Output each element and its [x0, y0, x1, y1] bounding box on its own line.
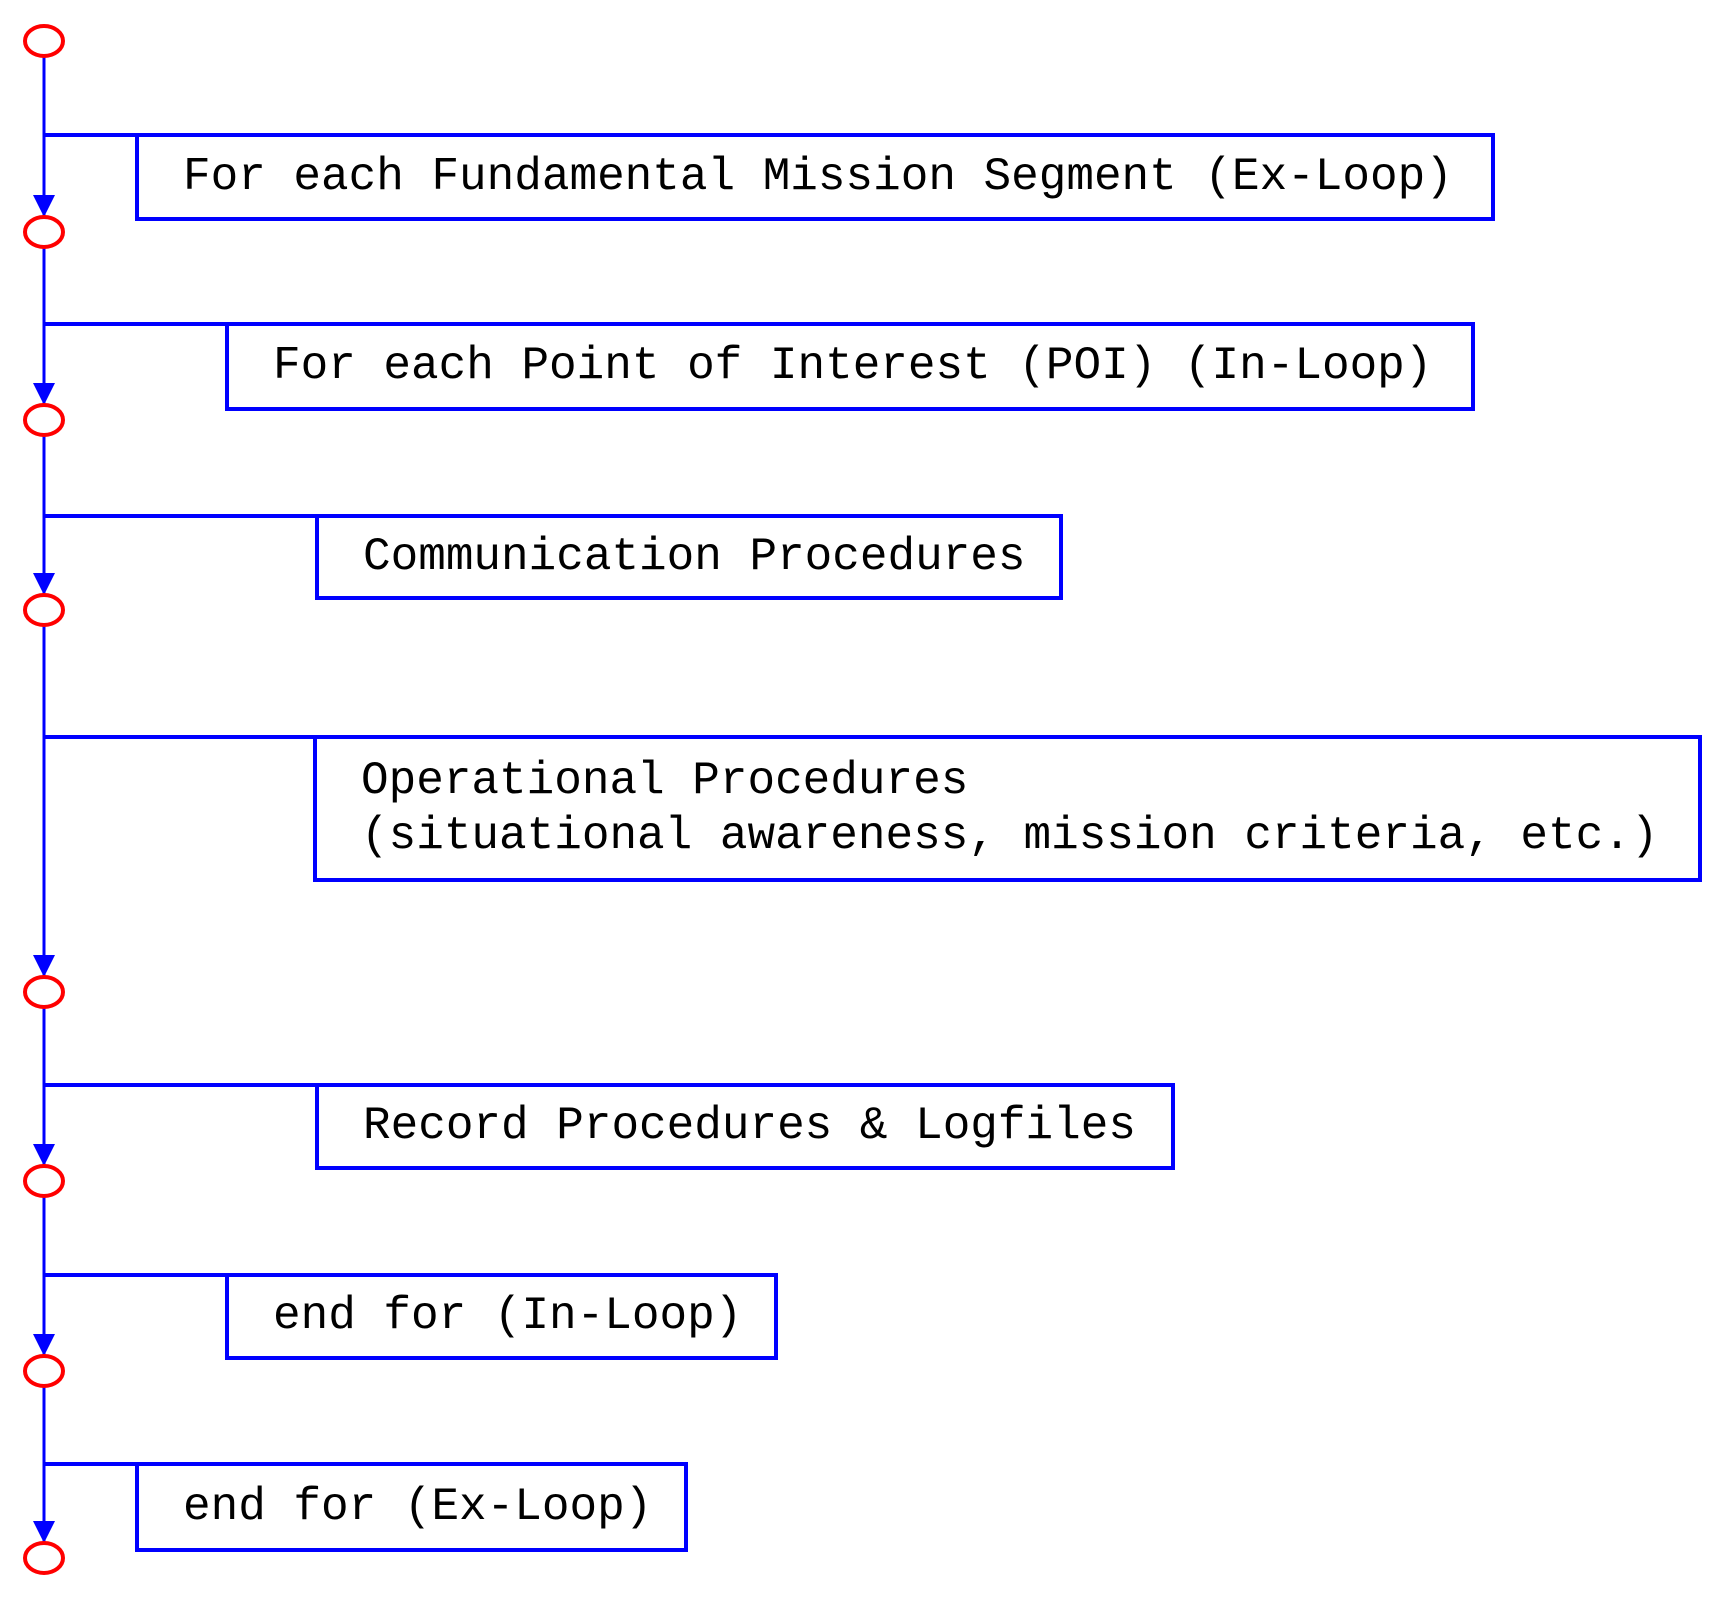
box-label: Communication Procedures — [363, 530, 1026, 583]
box-communication-procedures: Communication Procedures — [315, 514, 1063, 600]
box-record-procedures-logfiles: Record Procedures & Logfiles — [315, 1083, 1175, 1170]
box-in-loop-start: For each Point of Interest (POI) (In-Loo… — [225, 322, 1475, 411]
box-label: For each Fundamental Mission Segment (Ex… — [183, 150, 1453, 203]
box-operational-procedures: Operational Procedures (situational awar… — [313, 735, 1702, 882]
flow-node-circle — [23, 1164, 65, 1198]
box-label: (situational awareness, mission criteria… — [361, 809, 1659, 862]
arrowhead-down-icon — [33, 1334, 55, 1356]
box-ex-loop-end: end for (Ex-Loop) — [135, 1462, 688, 1552]
flow-node-circle — [23, 215, 65, 249]
box-label: Record Procedures & Logfiles — [363, 1100, 1136, 1152]
flow-node-circle — [23, 1354, 65, 1388]
box-label: For each Point of Interest (POI) (In-Loo… — [273, 340, 1433, 392]
flow-node-circle — [23, 24, 65, 58]
arrowhead-down-icon — [33, 955, 55, 977]
box-label: end for (Ex-Loop) — [183, 1480, 653, 1533]
arrowhead-down-icon — [33, 573, 55, 595]
arrowhead-down-icon — [33, 1144, 55, 1166]
flow-node-circle — [23, 403, 65, 437]
flow-node-circle — [23, 1541, 65, 1575]
box-in-loop-end: end for (In-Loop) — [225, 1273, 778, 1360]
arrowhead-down-icon — [33, 383, 55, 405]
flow-node-circle — [23, 593, 65, 627]
flow-node-circle — [23, 975, 65, 1009]
box-label: Operational Procedures — [361, 754, 969, 807]
arrowhead-down-icon — [33, 1521, 55, 1543]
box-ex-loop-start: For each Fundamental Mission Segment (Ex… — [135, 133, 1495, 221]
arrowhead-down-icon — [33, 195, 55, 217]
box-label: end for (In-Loop) — [273, 1290, 743, 1342]
